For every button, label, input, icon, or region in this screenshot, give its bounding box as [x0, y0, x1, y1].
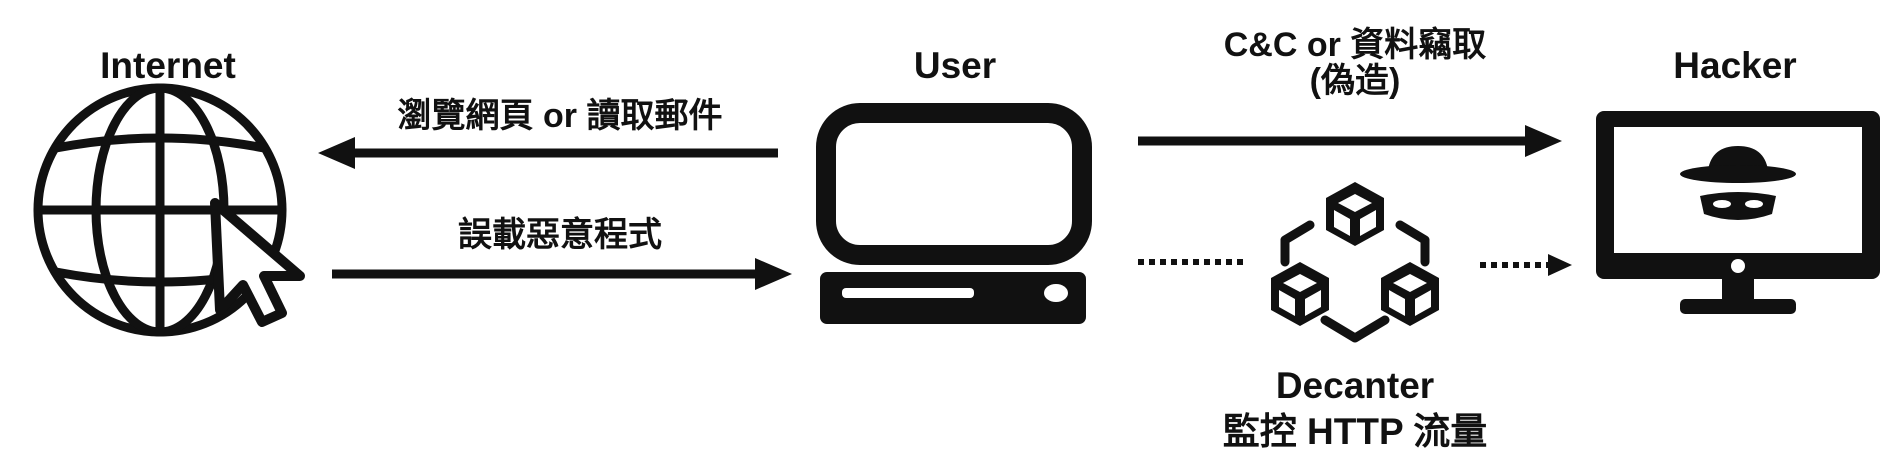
decanter-sublabel: 監控 HTTP 流量 [1223, 411, 1488, 452]
download-edge-label: 誤載惡意程式 [458, 216, 662, 254]
globe-cursor-icon [33, 83, 305, 337]
internet-label: Internet [100, 45, 236, 86]
browse-edge-label: 瀏覽網頁 or 讀取郵件 [398, 97, 723, 135]
network-cubes-icon [1271, 182, 1439, 343]
user-label: User [914, 45, 996, 86]
monitor-dotted-arrow-out [1480, 254, 1572, 276]
exfil-edge-label: C&C or 資料竊取 [1224, 25, 1487, 64]
computer-icon [816, 103, 1092, 324]
hacker-label: Hacker [1673, 45, 1796, 86]
decanter-label: Decanter [1276, 365, 1434, 406]
hacker-monitor-icon [1596, 111, 1880, 314]
browse-arrow [318, 137, 778, 169]
download-arrow [332, 258, 792, 290]
exfil-edge-sublabel: (偽造) [1310, 62, 1401, 100]
exfil-arrow [1138, 125, 1562, 157]
